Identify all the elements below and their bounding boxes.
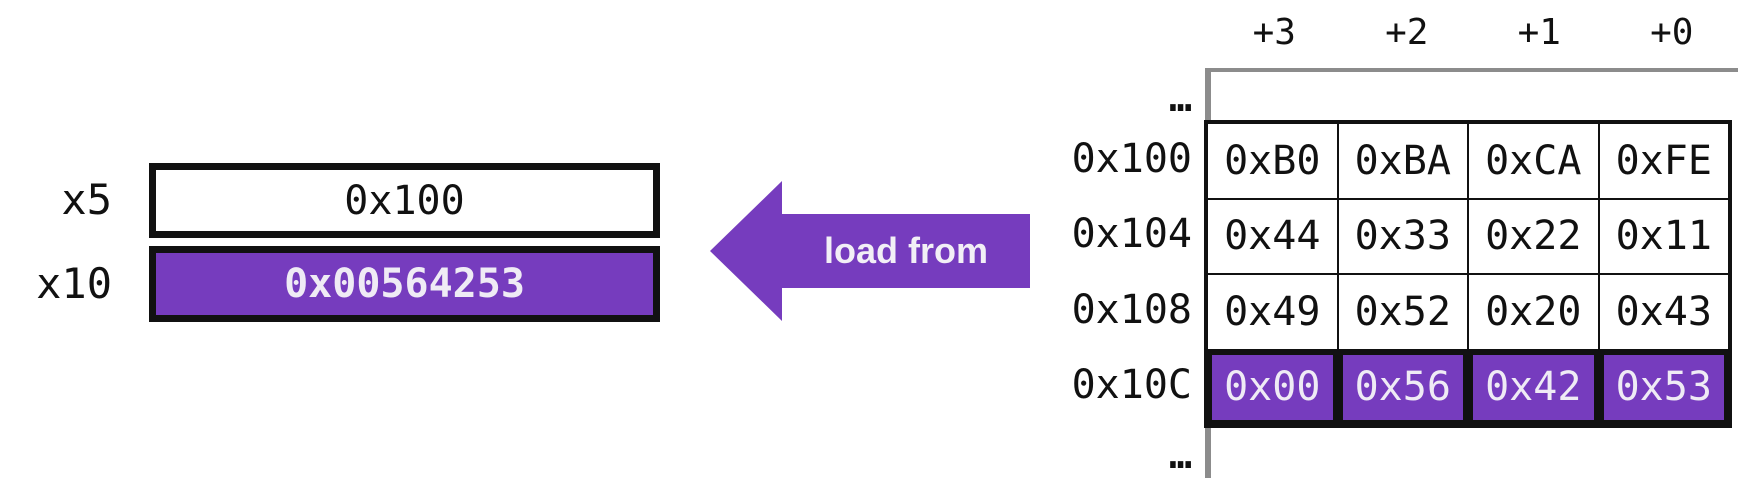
memory-ellipsis-bottom: …	[1169, 433, 1192, 477]
byte-offset-header: +1	[1517, 12, 1561, 53]
register-x10-box: 0x00564253	[149, 246, 660, 322]
memory-cell: 0x43	[1598, 274, 1729, 350]
byte-offset-header: +2	[1385, 12, 1429, 53]
byte-offset-headers: +3 +2 +1 +0	[1208, 12, 1738, 54]
load-arrow-icon	[710, 181, 1030, 321]
memory-cell: 0x11	[1598, 198, 1729, 274]
memory-cell-highlighted: 0x42	[1468, 349, 1599, 425]
memory-cell: 0xBA	[1337, 123, 1468, 199]
memory-grid: 0xB0 0xBA 0xCA 0xFE 0x44 0x33 0x22 0x11 …	[1204, 120, 1732, 428]
memory-address-label: 0x108	[1071, 287, 1192, 333]
register-x5-label: x5	[61, 175, 112, 224]
memory-cell: 0xB0	[1207, 123, 1338, 199]
memory-cell: 0x52	[1337, 274, 1468, 350]
register-x10-label: x10	[36, 259, 112, 308]
memory-cell-highlighted: 0x56	[1337, 349, 1468, 425]
memory-cell: 0x33	[1337, 198, 1468, 274]
memory-address-label: 0x104	[1071, 211, 1192, 257]
register-x10-value: 0x00564253	[284, 261, 525, 307]
memory-cell-highlighted: 0x53	[1598, 349, 1729, 425]
memory-cell: 0x49	[1207, 274, 1338, 350]
memory-cell: 0xCA	[1468, 123, 1599, 199]
memory-ellipsis-top: …	[1169, 76, 1192, 120]
byte-offset-header: +3	[1252, 12, 1296, 53]
register-x5-value: 0x100	[344, 177, 465, 224]
memory-cell: 0x20	[1468, 274, 1599, 350]
memory-cell: 0xFE	[1598, 123, 1729, 199]
memory-address-label: 0x10C	[1071, 362, 1192, 408]
load-arrow-label: load from	[823, 230, 988, 271]
memory-address-label: 0x100	[1071, 136, 1192, 182]
memory-top-rule	[1205, 68, 1738, 72]
memory-cell-highlighted: 0x00	[1207, 349, 1338, 425]
register-x5-box: 0x100	[149, 163, 660, 238]
byte-offset-header: +0	[1650, 12, 1694, 53]
memory-cell: 0x44	[1207, 198, 1338, 274]
memory-cell: 0x22	[1468, 198, 1599, 274]
